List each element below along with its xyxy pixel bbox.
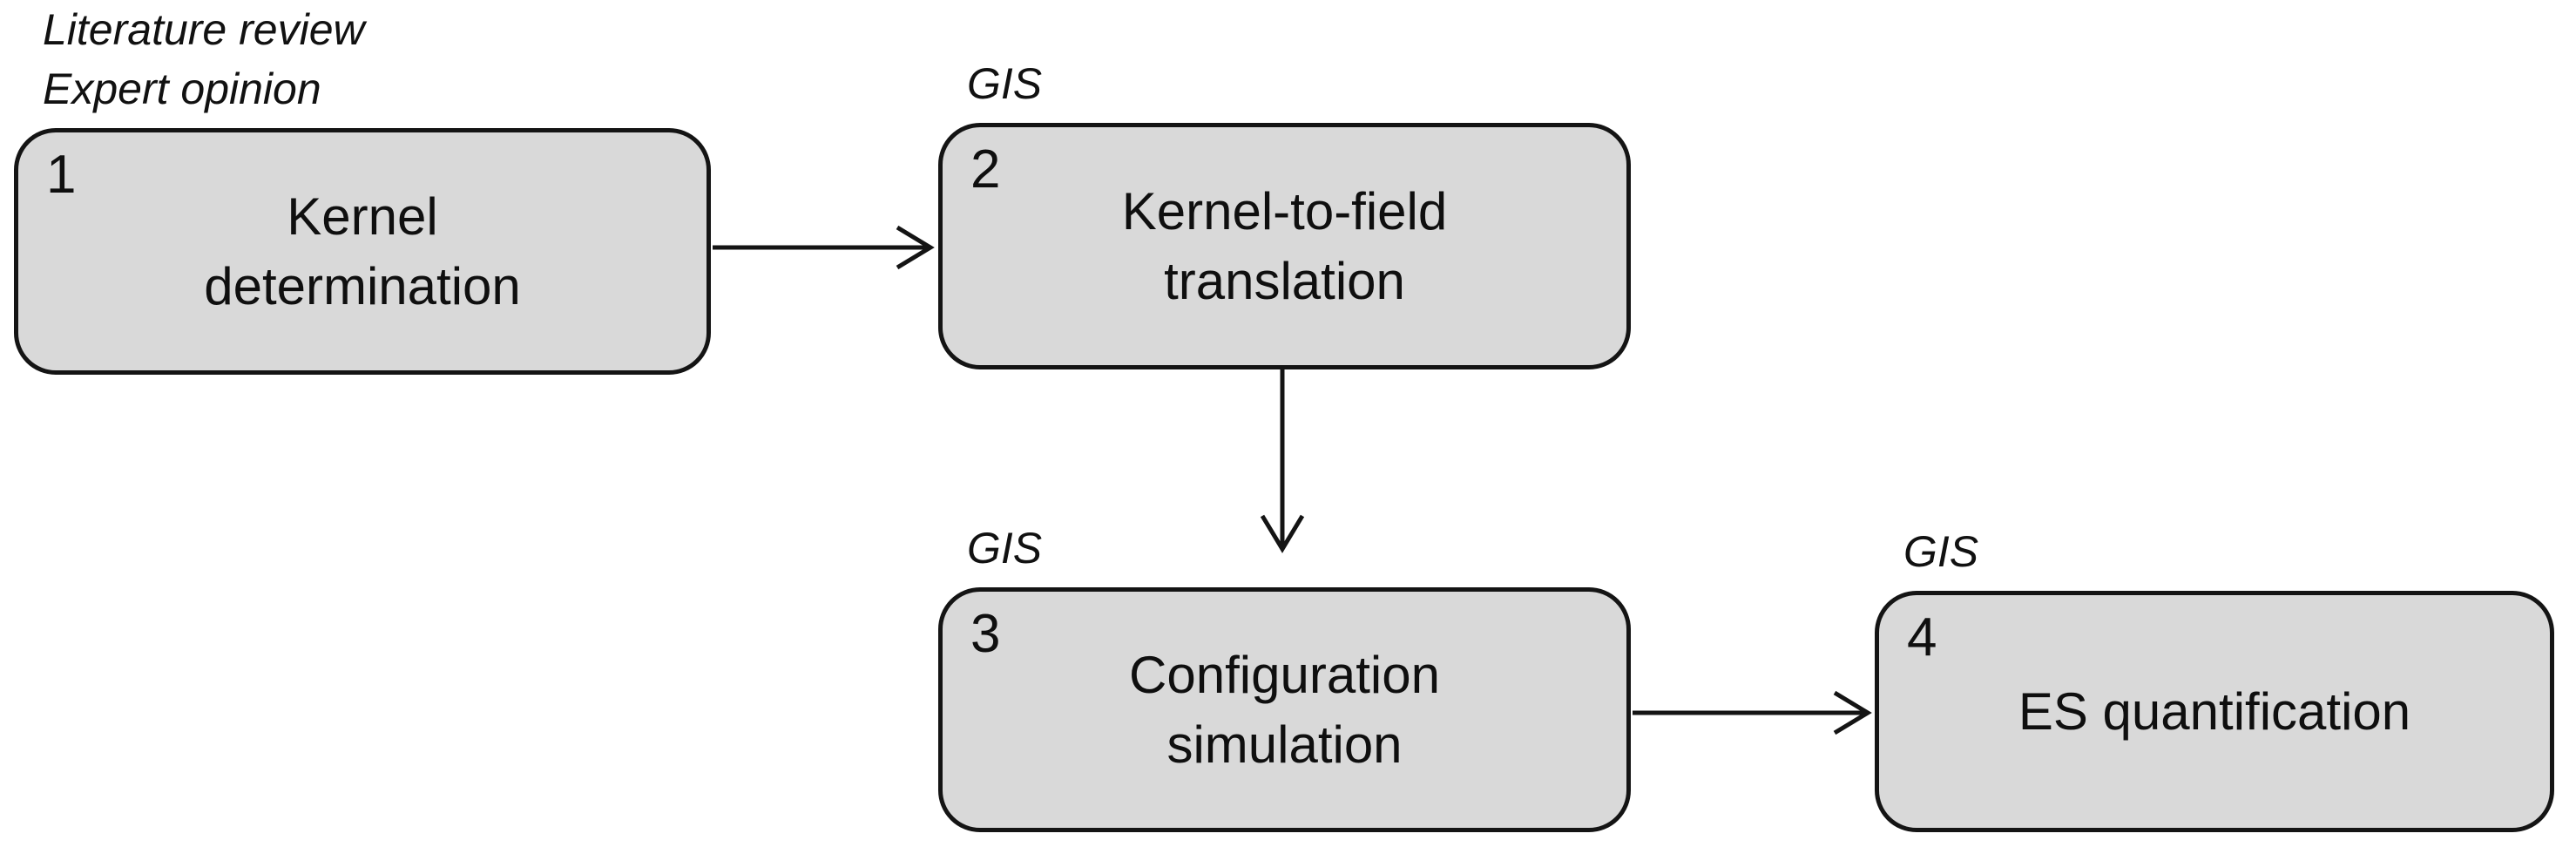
- node-1-label: Kernel determination: [204, 187, 521, 315]
- node-3-label: Configuration simulation: [1129, 646, 1440, 774]
- node-configuration-simulation: GIS 3 Configuration simulation: [938, 524, 1631, 832]
- node-1-annotation: Literature review Expert opinion: [43, 5, 365, 113]
- arrow-2-to-3-icon: [1260, 369, 1305, 553]
- node-4-label: ES quantification: [2018, 681, 2411, 741]
- node-2-number: 2: [970, 139, 1001, 200]
- node-3-annotation: GIS: [967, 524, 1043, 573]
- node-es-quantification: GIS 4 ES quantification: [1875, 527, 2554, 832]
- node-4-annotation: GIS: [1903, 527, 1979, 576]
- node-3-number: 3: [970, 604, 1001, 664]
- node-kernel-to-field-translation: GIS 2 Kernel-to-field translation: [938, 59, 1631, 369]
- node-2-annotation: GIS: [967, 59, 1043, 108]
- node-4-number: 4: [1907, 607, 1937, 667]
- arrow-3-to-4-icon: [1633, 690, 1872, 735]
- arrow-1-to-2-icon: [713, 225, 935, 270]
- node-kernel-determination: Literature review Expert opinion 1 Kerne…: [14, 5, 711, 375]
- node-2-label: Kernel-to-field translation: [1121, 182, 1448, 310]
- node-1-number: 1: [46, 145, 77, 205]
